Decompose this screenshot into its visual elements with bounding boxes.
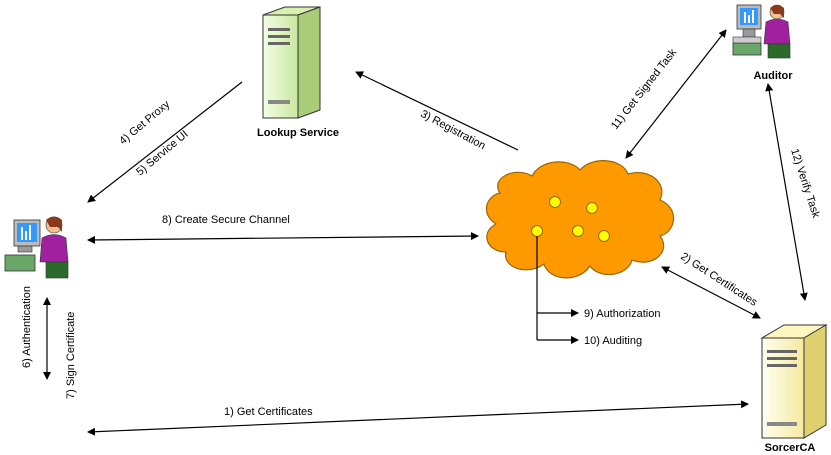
cloud-node-3 <box>531 225 543 237</box>
label-authorization: 9) Authorization <box>584 308 660 320</box>
label-get-proxy: 4) Get Proxy <box>117 98 172 147</box>
arrow-secure-channel <box>87 232 479 244</box>
arrow-get-certificates-2 <box>661 266 761 319</box>
network-cloud <box>485 160 675 279</box>
cloud-node-2 <box>586 202 598 214</box>
label-verify-task: 12) Verify Task <box>788 147 822 220</box>
arrow-get-proxy <box>87 81 243 203</box>
label-get-certificates-1: 1) Get Certificates <box>224 406 313 418</box>
label-auditing: 10) Auditing <box>584 335 642 347</box>
sorcerca-server-icon <box>760 324 828 439</box>
requestor-user-icon <box>4 216 69 279</box>
lookup-service-label: Lookup Service <box>257 127 339 139</box>
label-get-signed-task: 11) Get Signed Task <box>609 46 679 132</box>
label-sign-certificate: 7) Sign Certificate <box>65 312 77 399</box>
arrow-verify-task <box>765 83 808 301</box>
arrow-registration <box>355 71 519 151</box>
label-authentication: 6) Authentication <box>21 286 33 368</box>
cloud-node-5 <box>598 230 610 242</box>
cloud-node-1 <box>549 196 561 208</box>
sorcerca-label: SorcerCA <box>765 442 816 454</box>
auditor-label: Auditor <box>753 70 793 82</box>
cloud-node-4 <box>572 225 584 237</box>
arrow-get-certificates-1 <box>87 400 749 436</box>
label-create-secure-channel: 8) Create Secure Channel <box>162 214 290 226</box>
label-get-certificates-2: 2) Get Certificates <box>678 250 759 309</box>
arrow-get-signed-task <box>625 29 727 159</box>
auditor-user-icon <box>732 4 791 59</box>
label-service-ui: 5) Service UI <box>134 128 190 178</box>
lookup-service-server-icon <box>262 6 321 119</box>
